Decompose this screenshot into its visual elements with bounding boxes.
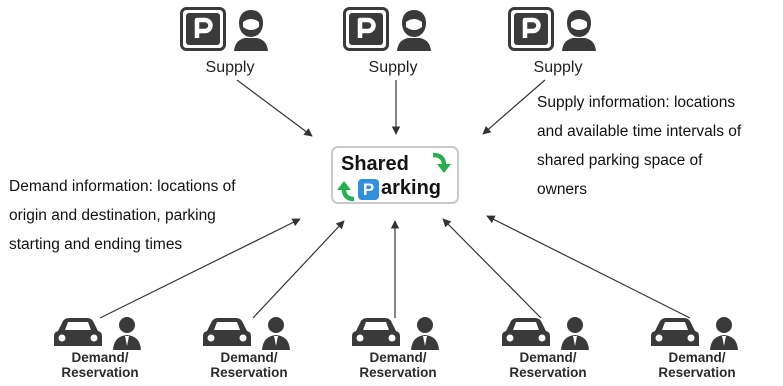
car-icon (502, 318, 550, 346)
supply-node: Supply (343, 5, 443, 80)
car-icon (352, 318, 400, 346)
demand-info-text: Demand information: locations of origin … (9, 172, 236, 259)
supply-label: Supply (533, 59, 583, 76)
demand-node: Demand/ Reservation (50, 316, 150, 386)
demand-label-line1: Demand/ (220, 350, 278, 365)
demand-label: Demand/ Reservation (647, 350, 747, 380)
platform-word-arking: arking (381, 177, 442, 199)
arrow-demand-5-to-platform (486, 215, 691, 319)
supply-info-line: and available time intervals of (537, 123, 742, 140)
supply-label: Supply (205, 59, 255, 76)
demand-label-line1: Demand/ (71, 350, 129, 365)
platform-letter-p: P (362, 180, 375, 199)
demand-label-line1: Demand/ (668, 350, 726, 365)
supply-node: Supply (508, 5, 608, 80)
parking-sign-icon (343, 7, 389, 51)
driver-person-icon (113, 317, 141, 350)
platform-word-shared: Shared (341, 153, 409, 175)
shared-parking-platform: Shared P arking (331, 146, 459, 204)
demand-label: Demand/ Reservation (199, 350, 299, 380)
arrow-demand-4-to-platform (442, 218, 542, 319)
arrow-supply-3-to-platform (482, 79, 546, 135)
supply-info-line: owners (537, 181, 587, 198)
demand-label-line2: Reservation (359, 365, 437, 380)
supply-node: Supply (180, 5, 280, 80)
owner-person-icon (234, 10, 268, 51)
demand-label: Demand/ Reservation (498, 350, 598, 380)
demand-info-line: starting and ending times (9, 236, 183, 253)
demand-info-line: Demand information: locations of (9, 178, 236, 195)
demand-node: Demand/ Reservation (348, 316, 448, 386)
parking-sign-icon (508, 7, 554, 51)
demand-label: Demand/ Reservation (348, 350, 448, 380)
blue-p-badge: P (358, 179, 379, 200)
owner-person-icon (562, 10, 596, 51)
demand-label-line2: Reservation (658, 365, 736, 380)
driver-person-icon (411, 317, 439, 350)
demand-label-line2: Reservation (61, 365, 139, 380)
demand-label-line1: Demand/ (369, 350, 427, 365)
driver-person-icon (561, 317, 589, 350)
car-icon (203, 318, 251, 346)
demand-label-line1: Demand/ (519, 350, 577, 365)
driver-person-icon (710, 317, 738, 350)
owner-person-icon (397, 10, 431, 51)
supply-info-line: Supply information: locations (537, 94, 736, 111)
demand-label-line2: Reservation (210, 365, 288, 380)
green-up-arrow-icon (337, 181, 355, 202)
driver-person-icon (262, 317, 290, 350)
arrow-supply-1-to-platform (236, 79, 313, 137)
car-icon (651, 318, 699, 346)
arrow-demand-2-to-platform (252, 220, 345, 319)
supply-label: Supply (368, 59, 418, 76)
demand-node: Demand/ Reservation (498, 316, 598, 386)
arrow-demand-1-to-platform (99, 218, 301, 319)
demand-node: Demand/ Reservation (199, 316, 299, 386)
demand-label: Demand/ Reservation (50, 350, 150, 380)
green-down-arrow-icon (432, 152, 451, 173)
demand-node: Demand/ Reservation (647, 316, 747, 386)
supply-info-line: shared parking space of (537, 152, 703, 169)
car-icon (54, 318, 102, 346)
demand-info-line: origin and destination, parking (9, 207, 216, 224)
parking-sign-icon (180, 7, 226, 51)
demand-label-line2: Reservation (509, 365, 587, 380)
supply-info-text: Supply information: locations and availa… (537, 88, 741, 204)
